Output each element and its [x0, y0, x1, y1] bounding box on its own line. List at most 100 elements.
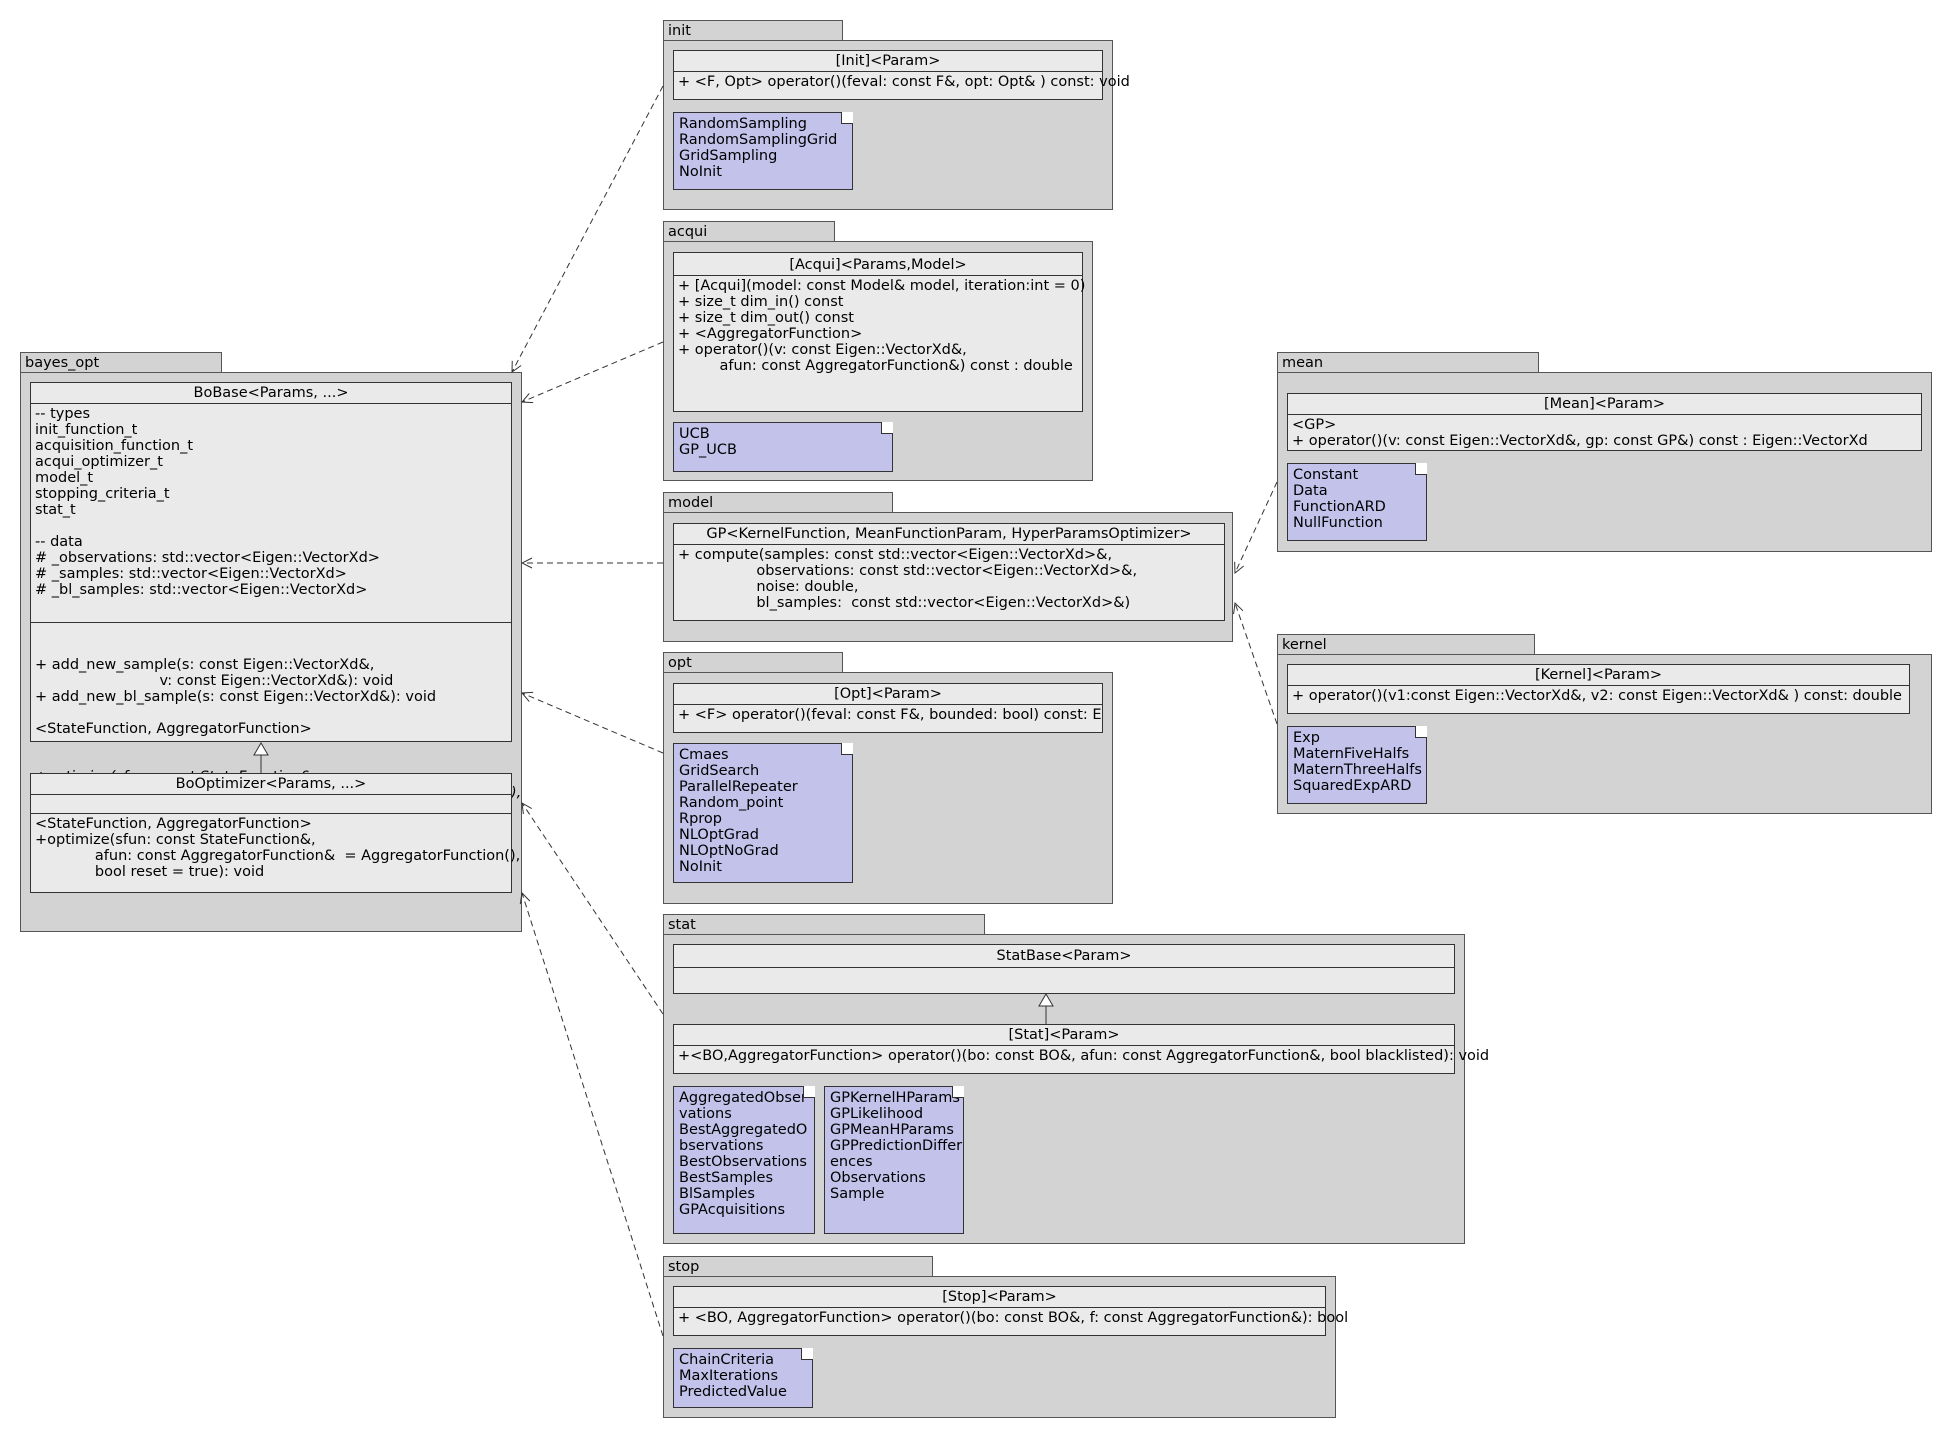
package-label: mean: [1282, 355, 1324, 371]
class-title: [Stop]<Param>: [674, 1287, 1325, 1308]
class-method: + operator()(v1:const Eigen::VectorXd&, …: [1292, 688, 1902, 704]
note-item: vations: [679, 1106, 732, 1122]
arrow-init-to-bobase: [512, 85, 664, 372]
note-fold-icon: [952, 1086, 964, 1098]
note-fold-icon: [1415, 726, 1427, 738]
note-item: Rprop: [679, 811, 722, 827]
note-item: AggregatedObser: [679, 1090, 807, 1106]
note-item: UCB: [679, 426, 710, 442]
class-title: [Init]<Param>: [674, 51, 1102, 72]
class-method: + <F, Opt> operator()(feval: const F&, o…: [678, 74, 1130, 90]
package-tab-mean: mean: [1277, 352, 1539, 373]
package-label: stop: [668, 1259, 700, 1275]
note-item: GPAcquisitions: [679, 1202, 786, 1218]
class-methods: <GP>+ operator()(v: const Eigen::VectorX…: [1288, 415, 1921, 451]
class-title: [Stat]<Param>: [674, 1025, 1454, 1046]
class-stat[interactable]: [Stat]<Param> +<BO,AggregatorFunction> o…: [673, 1024, 1489, 1074]
class-attribute-line: acqui_optimizer_t: [35, 454, 163, 470]
package-label: model: [668, 495, 714, 511]
class-attribute-line: init_function_t: [35, 422, 138, 438]
class-attribute-line: model_t: [35, 470, 94, 486]
arrow-opt-to-bobase: [522, 693, 664, 754]
note-item: NLOptNoGrad: [679, 843, 779, 859]
class-booptimizer[interactable]: BoOptimizer<Params, ...> <StateFunction,…: [30, 773, 521, 893]
class-method: + <BO, AggregatorFunction> operator()(bo…: [678, 1310, 1349, 1326]
class-gp[interactable]: GP<KernelFunction, MeanFunctionParam, Hy…: [673, 523, 1225, 621]
note-item: GridSampling: [679, 148, 778, 164]
note-item: Random_point: [679, 795, 784, 811]
class-attributes-empty: [31, 795, 511, 814]
class-stop[interactable]: [Stop]<Param> + <BO, AggregatorFunction>…: [673, 1286, 1349, 1336]
class-method-line: + add_new_sample(s: const Eigen::VectorX…: [35, 657, 375, 673]
class-method-line: observations: const std::vector<Eigen::V…: [678, 563, 1138, 579]
class-methods: <StateFunction, AggregatorFunction>+opti…: [31, 814, 521, 882]
class-attribute-line: acquisition_function_t: [35, 438, 194, 454]
note-item: NLOptGrad: [679, 827, 759, 843]
class-title: [Kernel]<Param>: [1288, 665, 1909, 686]
class-method-line: bool reset = true): void: [35, 864, 265, 880]
class-method-line: + size_t dim_in() const: [678, 294, 844, 310]
note-item: NoInit: [679, 859, 722, 875]
class-method: + <F> operator()(feval: const F&, bounde…: [678, 707, 1102, 723]
arrow-acqui-to-bobase: [522, 341, 664, 402]
note-item: GPPredictionDiffer: [830, 1138, 963, 1154]
class-title: BoBase<Params, ...>: [31, 383, 511, 404]
class-attribute-line: stat_t: [35, 502, 76, 518]
class-title: [Acqui]<Params,Model>: [674, 255, 1082, 276]
package-tab-bayes-opt: bayes_opt: [20, 352, 222, 373]
class-mean[interactable]: [Mean]<Param> <GP>+ operator()(v: const …: [1287, 393, 1922, 451]
note-item: NullFunction: [1293, 515, 1383, 531]
class-acqui[interactable]: [Acqui]<Params,Model> + [Acqui](model: c…: [673, 252, 1086, 412]
note-item: GP_UCB: [679, 442, 737, 458]
arrow-kernel-to-model: [1235, 603, 1278, 725]
note-fold-icon: [881, 422, 893, 434]
class-method-line: bl_samples: const std::vector<Eigen::Vec…: [678, 595, 1131, 611]
class-method-line: + operator()(v: const Eigen::VectorXd&,: [678, 342, 967, 358]
package-tab-init: init: [663, 20, 843, 41]
note-item: ences: [830, 1154, 873, 1170]
note-fold-icon: [803, 1086, 815, 1098]
class-method-line: afun: const AggregatorFunction& = Aggreg…: [35, 848, 521, 864]
package-label: stat: [668, 917, 696, 933]
note-item: BlSamples: [679, 1186, 755, 1202]
class-kernel[interactable]: [Kernel]<Param> + operator()(v1:const Ei…: [1287, 664, 1910, 714]
class-method-line: + [Acqui](model: const Model& model, ite…: [678, 278, 1086, 294]
class-statbase[interactable]: StatBase<Param>: [673, 944, 1455, 994]
note-item: Constant: [1293, 467, 1359, 483]
note-item: RandomSampling: [679, 116, 807, 132]
package-label: opt: [668, 655, 692, 671]
package-tab-kernel: kernel: [1277, 634, 1535, 655]
class-attribute-line: stopping_criteria_t: [35, 486, 170, 502]
note-item: MaternThreeHalfs: [1293, 762, 1422, 778]
arrow-mean-to-model: [1235, 481, 1278, 573]
note-item: BestAggregatedO: [679, 1122, 808, 1138]
note-item: Observations: [830, 1170, 926, 1186]
class-attribute-line: -- data: [35, 534, 83, 550]
note-item: bservations: [679, 1138, 764, 1154]
package-label: kernel: [1282, 637, 1327, 653]
class-opt[interactable]: [Opt]<Param> + <F> operator()(feval: con…: [673, 683, 1103, 733]
note-fold-icon: [801, 1348, 813, 1360]
note-item: BestObservations: [679, 1154, 807, 1170]
class-method-line: <StateFunction, AggregatorFunction>: [35, 721, 312, 737]
package-tab-stat: stat: [663, 914, 985, 935]
class-init[interactable]: [Init]<Param> + <F, Opt> operator()(feva…: [673, 50, 1130, 100]
inheritance-triangle-icon: [253, 742, 269, 756]
package-tab-acqui: acqui: [663, 221, 835, 242]
class-method-line: + <AggregatorFunction>: [678, 326, 863, 342]
note-fold-icon: [841, 743, 853, 755]
class-method-line: v: const Eigen::VectorXd&): void: [35, 673, 394, 689]
note-item: MaxIterations: [679, 1368, 779, 1384]
class-method-line: afun: const AggregatorFunction&) const :…: [678, 358, 1073, 374]
note-item: Data: [1293, 483, 1328, 499]
note-item: PredictedValue: [679, 1384, 787, 1400]
class-method-line: + size_t dim_out() const: [678, 310, 854, 326]
class-attribute-line: -- types: [35, 406, 91, 422]
class-method-line: + operator()(v: const Eigen::VectorXd&, …: [1292, 433, 1868, 449]
